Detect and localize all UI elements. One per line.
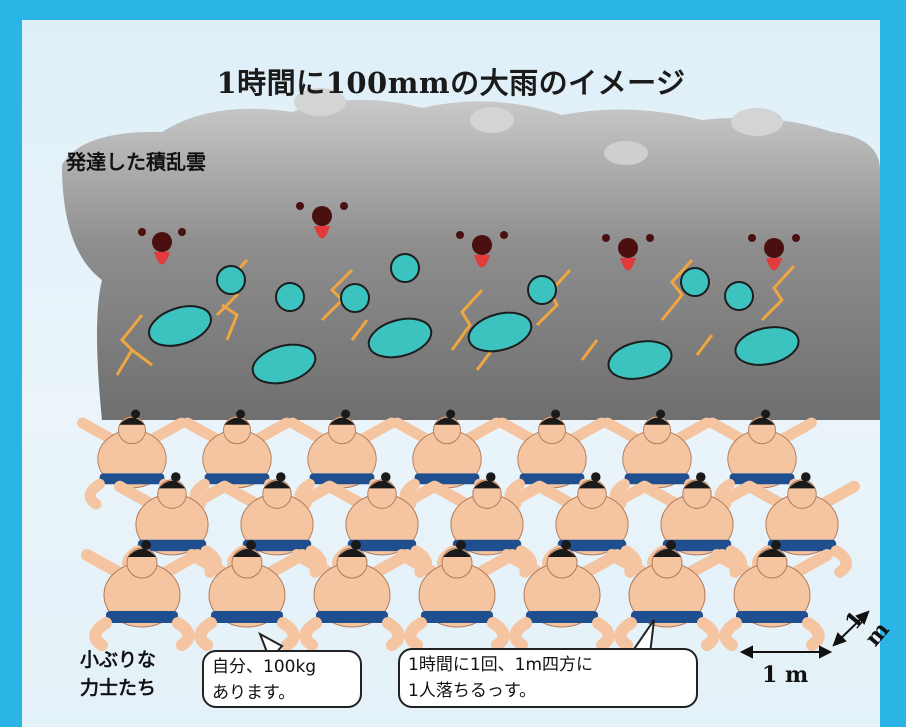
sumo-wrestler xyxy=(711,540,833,651)
sumo-wrestler xyxy=(602,409,712,510)
illustration-art xyxy=(62,88,880,662)
seal-bodies xyxy=(148,305,800,385)
dimension-arrows xyxy=(739,610,870,659)
caption-line-1: 小ぶりな xyxy=(80,649,157,671)
sumo-wrestler xyxy=(81,540,203,651)
bubble2-line-1: 1時間に1回、1m四方に xyxy=(408,655,594,675)
cumulonimbus-cloud xyxy=(62,88,880,421)
caption-line-2: 力士たち xyxy=(80,677,157,699)
width-dimension-label: 1 m xyxy=(762,662,809,688)
sumo-wrestler xyxy=(396,540,518,651)
sumo-wrestlers xyxy=(77,409,860,651)
caption-small-wrestlers: 小ぶりな 力士たち xyxy=(80,646,156,702)
bubble2-line-2: 1人落ちるっす。 xyxy=(408,681,537,701)
illustration-panel: 1時間に100mmの大雨のイメージ 発達した積乱雲 小ぶりな 力士たち 自分、1… xyxy=(22,20,895,727)
cloud-label: 発達した積乱雲 xyxy=(66,150,206,174)
bubble1-line-1: 自分、100kg xyxy=(212,657,317,677)
speech-bubble-weight: 自分、100kg あります。 xyxy=(202,650,362,708)
cloud-faces xyxy=(138,202,800,271)
sumo-wrestler xyxy=(291,540,413,651)
seal-heads xyxy=(216,253,754,313)
speech-bubble-rate: 1時間に1回、1m四方に 1人落ちるっす。 xyxy=(398,648,698,708)
sumo-wrestler xyxy=(77,409,187,510)
page-title: 1時間に100mmの大雨のイメージ xyxy=(216,66,686,100)
bubble1-line-2: あります。 xyxy=(212,683,296,703)
